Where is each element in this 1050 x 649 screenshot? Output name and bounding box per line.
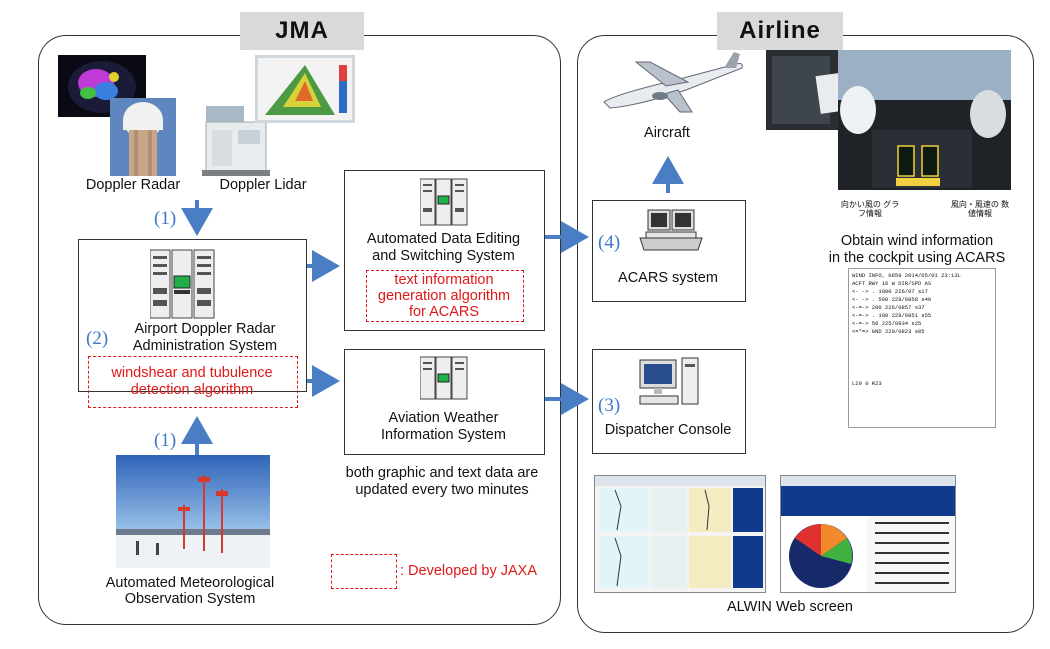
alwin-screen-left (594, 475, 766, 593)
editing-label-line2: and Switching System (372, 248, 515, 264)
amos-label-line2: Observation System (124, 591, 256, 607)
adras-label-line2: Administration System (132, 338, 278, 354)
step-3: (3) (598, 395, 621, 416)
cockpit-callout-left: 向かい風の グラフ情報 (840, 200, 900, 218)
step-1-top: (1) (154, 208, 177, 229)
server-rack-icon (150, 248, 216, 320)
editing-label-line1: Automated Data Editing (366, 231, 521, 247)
dispatcher-label: Dispatcher Console (604, 422, 732, 438)
printout-row: <- -> . 500 228/0858 s40 (852, 296, 932, 303)
step-4: (4) (598, 232, 621, 253)
cockpit-caption-line2: in the cockpit using ACARS (828, 250, 1006, 266)
printout-footer: L29 0 R23 (852, 380, 882, 387)
alwin-caption: ALWIN Web screen (727, 599, 853, 615)
text-algorithm-line1: text information (394, 272, 494, 288)
cockpit-display-image (838, 50, 1011, 190)
weather-station-image (116, 455, 270, 568)
update-note-line1: both graphic and text data are (345, 465, 539, 481)
doppler-lidar-label: Doppler Lidar (219, 177, 307, 193)
legend-dashed-swatch (331, 554, 397, 589)
aviation-label-line2: Information System (381, 427, 506, 443)
text-algorithm-line2: generation algorithm (377, 288, 511, 304)
update-note-line2: updated every two minutes (355, 482, 529, 498)
adras-label-line1: Airport Doppler Radar (134, 321, 276, 337)
alwin-screen-right (780, 475, 956, 593)
cockpit-caption-line1: Obtain wind information (840, 233, 994, 249)
detection-algorithm-line2: detection algorithm (130, 382, 254, 398)
aviation-server-icon (420, 356, 468, 400)
acars-terminal-icon (638, 208, 704, 256)
aircraft-label: Aircraft (644, 125, 690, 141)
printout-row: <=*=> GND 220/0823 s05 (852, 328, 925, 335)
step-1-bottom: (1) (154, 430, 177, 451)
jma-tag: JMA (240, 12, 364, 50)
acars-label: ACARS system (618, 270, 718, 286)
airline-tag: Airline (717, 12, 843, 50)
step-2: (2) (86, 328, 109, 349)
doppler-radar-label: Doppler Radar (85, 177, 181, 193)
printout-row: <-=-> 50 225/0834 s25 (852, 320, 922, 327)
printout-row: <-=-> 200 226/0857 s37 (852, 304, 925, 311)
lidar-display-image (255, 55, 355, 123)
amos-label-line1: Automated Meteorological (105, 575, 275, 591)
radar-tower-image (110, 98, 176, 176)
printout-header: WIND INFO, 0859 2014/05/01 23:13L (852, 272, 961, 279)
aircraft-icon (596, 50, 746, 120)
detection-algorithm-box (88, 356, 298, 408)
cockpit-callout-right: 風向・風速の 数値情報 (950, 200, 1010, 218)
legend-label: : Developed by JAXA (400, 563, 538, 579)
detection-algorithm-line1: windshear and tubulence (111, 365, 273, 381)
printout-row: ACFT RWY 16 W DIR/SPD AS (852, 280, 932, 287)
dispatcher-computer-icon (636, 356, 702, 408)
aviation-label-line1: Aviation Weather (388, 410, 499, 426)
acars-printout: WIND INFO, 0859 2014/05/01 23:13L ACFT R… (848, 268, 996, 428)
text-algorithm-box (366, 270, 524, 322)
printout-row: <- -> . 1000 226/07 s17 (852, 288, 928, 295)
printout-row: <-=-> . 100 228/0851 s55 (852, 312, 932, 319)
text-algorithm-line3: for ACARS (408, 304, 480, 320)
editing-server-icon (420, 178, 468, 226)
